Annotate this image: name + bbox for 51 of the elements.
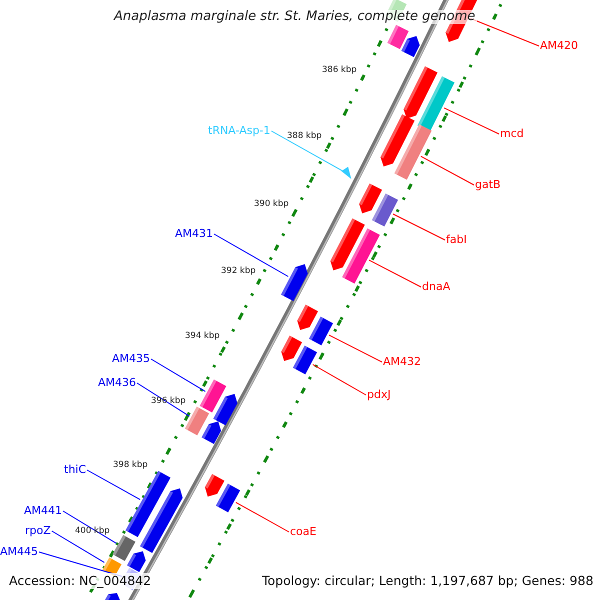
leader-line — [328, 334, 382, 362]
gene-label: AM436 — [98, 377, 136, 390]
gene-feature — [112, 534, 136, 562]
position-label: 396 kbp — [151, 396, 186, 406]
gene-feature — [200, 379, 226, 413]
gene-label: gatB — [475, 179, 501, 192]
gene-feature — [417, 76, 455, 132]
gene-feature — [281, 264, 308, 302]
gene-label: coaE — [290, 526, 316, 538]
position-label: 390 kbp — [254, 200, 289, 209]
position-label: 400 kbp — [75, 526, 110, 536]
gene-label: AM441 — [24, 505, 62, 518]
gene-label: thiC — [64, 464, 86, 476]
position-label: 392 kbp — [221, 266, 256, 276]
leader-line — [150, 358, 206, 392]
leader-line — [136, 382, 190, 417]
gene-label: fabI — [446, 234, 467, 246]
gene-label: pdxJ — [367, 389, 391, 402]
leader-line — [444, 107, 500, 134]
leader-line — [86, 470, 141, 500]
gene-label: AM431 — [175, 228, 214, 240]
gene-label: AM432 — [383, 356, 422, 368]
position-label: 388 kbp — [287, 132, 322, 141]
position-label: 394 kbp — [185, 332, 220, 341]
gene-label: AM420 — [540, 40, 578, 52]
gene-label: AM445 — [0, 546, 38, 558]
gene-feature — [216, 484, 240, 512]
gene-feature — [342, 228, 380, 284]
gene-label: mcd — [500, 128, 524, 140]
gene-feature — [184, 406, 210, 436]
gene-feature — [394, 124, 432, 180]
leader-line — [235, 502, 290, 532]
gene-feature — [372, 193, 398, 227]
position-label: 386 kbp — [322, 66, 357, 75]
leader-line — [51, 530, 105, 563]
gene-label: AM435 — [112, 353, 150, 366]
position-label: 398 kbp — [113, 460, 148, 470]
leader-line — [270, 130, 344, 172]
leader-line — [214, 234, 289, 277]
leader-line — [392, 214, 446, 240]
gene-feature — [125, 470, 171, 538]
gene-feature — [292, 346, 318, 374]
gene-feature — [308, 316, 334, 346]
gene-label: dnaA — [422, 281, 450, 294]
leader-line — [312, 364, 366, 396]
gene-label: tRNA-Asp-1 — [208, 125, 270, 138]
trna-marker — [341, 166, 352, 180]
leader-line — [420, 156, 474, 186]
gene-label: rpoZ — [25, 525, 51, 538]
leader-line — [368, 260, 422, 288]
leader-line — [62, 510, 117, 544]
